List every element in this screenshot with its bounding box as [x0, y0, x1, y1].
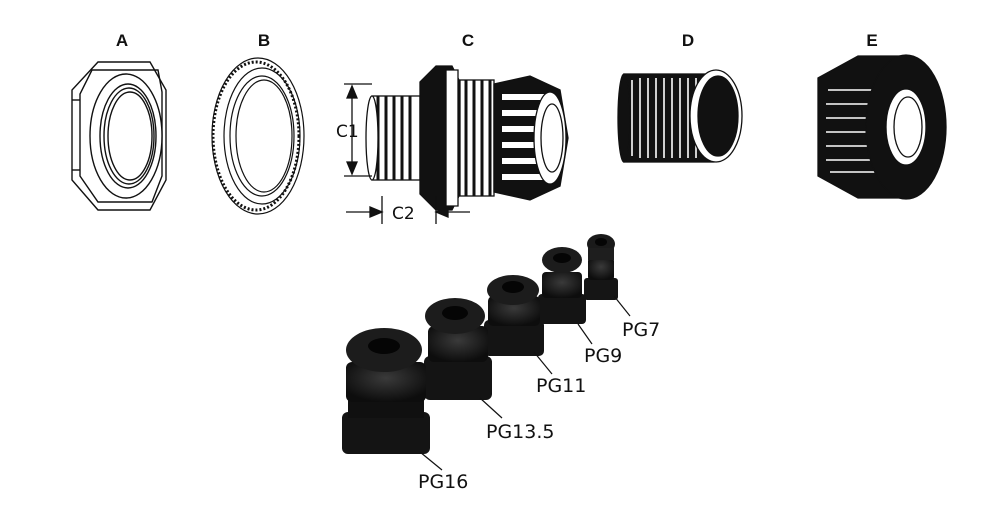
- size-label-pg7: PG7: [622, 319, 660, 341]
- size-label-pg16: PG16: [418, 471, 468, 493]
- gland-pg13-5: [424, 298, 492, 400]
- size-label-pg11: PG11: [536, 375, 586, 397]
- part-d-seal-insert: [617, 69, 743, 163]
- size-label-pg13-5: PG13.5: [486, 421, 555, 443]
- part-label-e: E: [866, 31, 877, 50]
- leader-lines: [419, 295, 631, 471]
- part-label-d: D: [682, 31, 694, 50]
- gland-pg9: [538, 247, 586, 324]
- thread-lines: [376, 96, 412, 180]
- part-c-gland-body: [365, 65, 569, 211]
- part-a-lock-nut: [71, 61, 167, 211]
- gland-pg16: [342, 328, 430, 454]
- part-label-a: A: [116, 31, 128, 50]
- dimension-label-c1: C1: [336, 122, 359, 142]
- part-b-washer: [211, 57, 305, 215]
- gland-pg7: [584, 234, 618, 300]
- dimension-c1: [344, 83, 372, 177]
- dimension-c2: [346, 196, 470, 224]
- gland-pg11: [484, 275, 544, 356]
- part-label-c: C: [462, 31, 474, 50]
- dimension-label-c2: C2: [392, 204, 415, 224]
- size-label-pg9: PG9: [584, 345, 622, 367]
- part-e-cap-nut: [817, 54, 947, 200]
- part-label-b: B: [258, 31, 270, 50]
